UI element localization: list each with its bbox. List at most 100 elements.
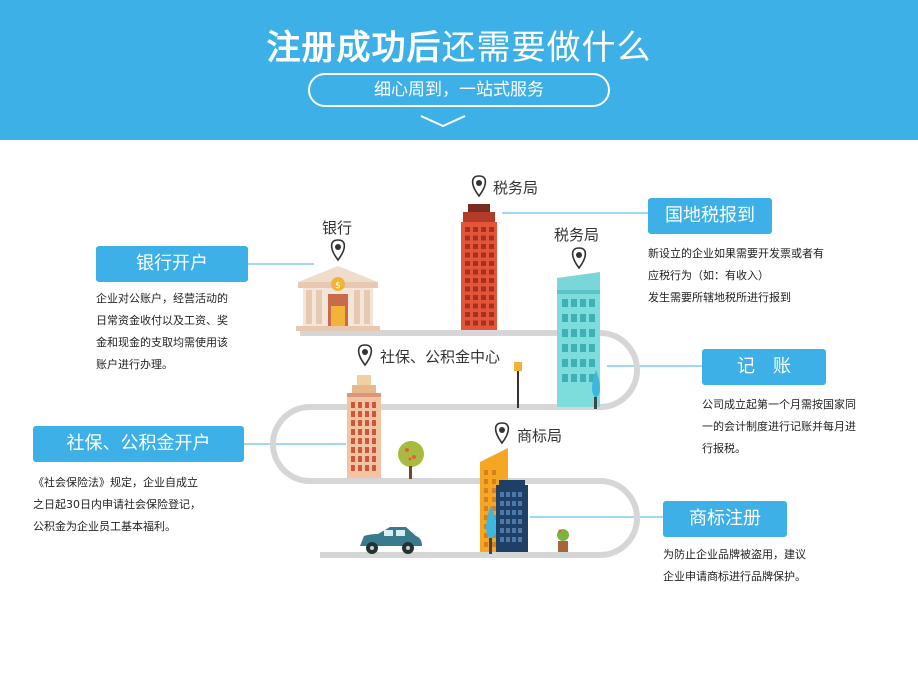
tax-tower-red bbox=[461, 204, 497, 330]
window bbox=[473, 286, 478, 292]
tree-cyan bbox=[486, 505, 496, 554]
window bbox=[365, 456, 369, 462]
window bbox=[351, 429, 355, 435]
window bbox=[492, 542, 496, 547]
window bbox=[351, 411, 355, 417]
page-title: 注册成功后还需要做什么 bbox=[0, 20, 918, 69]
window bbox=[506, 528, 510, 533]
car bbox=[360, 527, 422, 554]
title-bold: 注册成功后 bbox=[266, 28, 442, 68]
window bbox=[489, 278, 494, 283]
window bbox=[484, 533, 488, 538]
road bbox=[270, 330, 640, 558]
window bbox=[484, 488, 488, 493]
window bbox=[372, 438, 376, 444]
window bbox=[492, 497, 496, 502]
window bbox=[518, 510, 522, 515]
step-bank-account: 银行开户 bbox=[96, 246, 248, 282]
window bbox=[518, 492, 522, 497]
window bbox=[492, 479, 496, 484]
window bbox=[481, 303, 486, 309]
window bbox=[506, 519, 510, 524]
pin-label-tax-bureau: 税务局 bbox=[493, 179, 539, 197]
window bbox=[571, 299, 577, 307]
window bbox=[372, 420, 376, 426]
window bbox=[562, 329, 568, 337]
window bbox=[512, 537, 516, 542]
window bbox=[481, 227, 486, 232]
desc-line: 一的会计制度进行记账并每月进 bbox=[702, 420, 856, 433]
window bbox=[473, 244, 478, 249]
window bbox=[372, 429, 376, 435]
potted-plant bbox=[557, 529, 569, 552]
window bbox=[571, 344, 577, 352]
window bbox=[500, 501, 504, 506]
window bbox=[481, 269, 486, 275]
step-social-fund: 社保、公积金开户 bbox=[33, 426, 244, 462]
window bbox=[489, 286, 494, 292]
window bbox=[465, 269, 470, 275]
window bbox=[492, 506, 496, 511]
window bbox=[580, 344, 586, 352]
window bbox=[580, 329, 586, 337]
window bbox=[506, 492, 510, 497]
window bbox=[489, 303, 494, 309]
location-pin-icon bbox=[330, 239, 346, 262]
window bbox=[372, 465, 376, 471]
window bbox=[489, 244, 494, 249]
window bbox=[481, 312, 486, 317]
chevron-down-icon bbox=[420, 115, 466, 128]
window bbox=[473, 320, 478, 326]
window bbox=[589, 344, 595, 352]
window bbox=[365, 447, 369, 453]
window bbox=[562, 374, 568, 382]
window bbox=[589, 299, 595, 307]
window bbox=[484, 524, 488, 529]
window bbox=[465, 303, 470, 309]
desc-line: 之日起30日内申请社会保险登记， bbox=[33, 498, 201, 511]
window bbox=[372, 402, 376, 408]
svg-text:$: $ bbox=[335, 281, 341, 291]
window bbox=[484, 515, 488, 520]
window bbox=[358, 447, 362, 453]
window bbox=[481, 295, 486, 300]
window bbox=[465, 227, 470, 232]
window bbox=[481, 252, 486, 258]
desc-line: 应税行为（如：有收入） bbox=[648, 269, 769, 282]
desc-line: 新设立的企业如果需要开发票或者有 bbox=[648, 247, 824, 260]
window bbox=[580, 314, 586, 322]
window bbox=[365, 402, 369, 408]
desc-line: 行报税。 bbox=[702, 442, 746, 455]
window bbox=[351, 465, 355, 471]
window bbox=[481, 320, 486, 326]
window bbox=[484, 479, 488, 484]
window bbox=[562, 314, 568, 322]
window bbox=[571, 359, 577, 367]
title-light: 还需要做什么 bbox=[441, 28, 652, 68]
window bbox=[589, 374, 595, 382]
window bbox=[481, 286, 486, 292]
desc-bank-account: 企业对公账户，经营活动的 日常资金收付以及工资、奖 金和现金的支取均需使用该 账… bbox=[96, 288, 228, 376]
window bbox=[372, 411, 376, 417]
window bbox=[492, 470, 496, 475]
window bbox=[589, 329, 595, 337]
window bbox=[465, 320, 470, 326]
window bbox=[518, 528, 522, 533]
window bbox=[500, 519, 504, 524]
window bbox=[365, 465, 369, 471]
window bbox=[465, 312, 470, 317]
window bbox=[473, 269, 478, 275]
window bbox=[484, 542, 488, 547]
pin-label-tax-bureau-2: 税务局 bbox=[554, 226, 600, 244]
desc-line: 金和现金的支取均需使用该 bbox=[96, 336, 228, 349]
window bbox=[489, 295, 494, 300]
window bbox=[489, 227, 494, 232]
tree-blue bbox=[592, 370, 600, 409]
desc-trademark: 为防止企业品牌被盗用，建议 企业申请商标进行品牌保护。 bbox=[663, 544, 806, 588]
window bbox=[358, 465, 362, 471]
window bbox=[484, 506, 488, 511]
location-pin-icon bbox=[571, 247, 587, 270]
window bbox=[351, 456, 355, 462]
window bbox=[351, 438, 355, 444]
